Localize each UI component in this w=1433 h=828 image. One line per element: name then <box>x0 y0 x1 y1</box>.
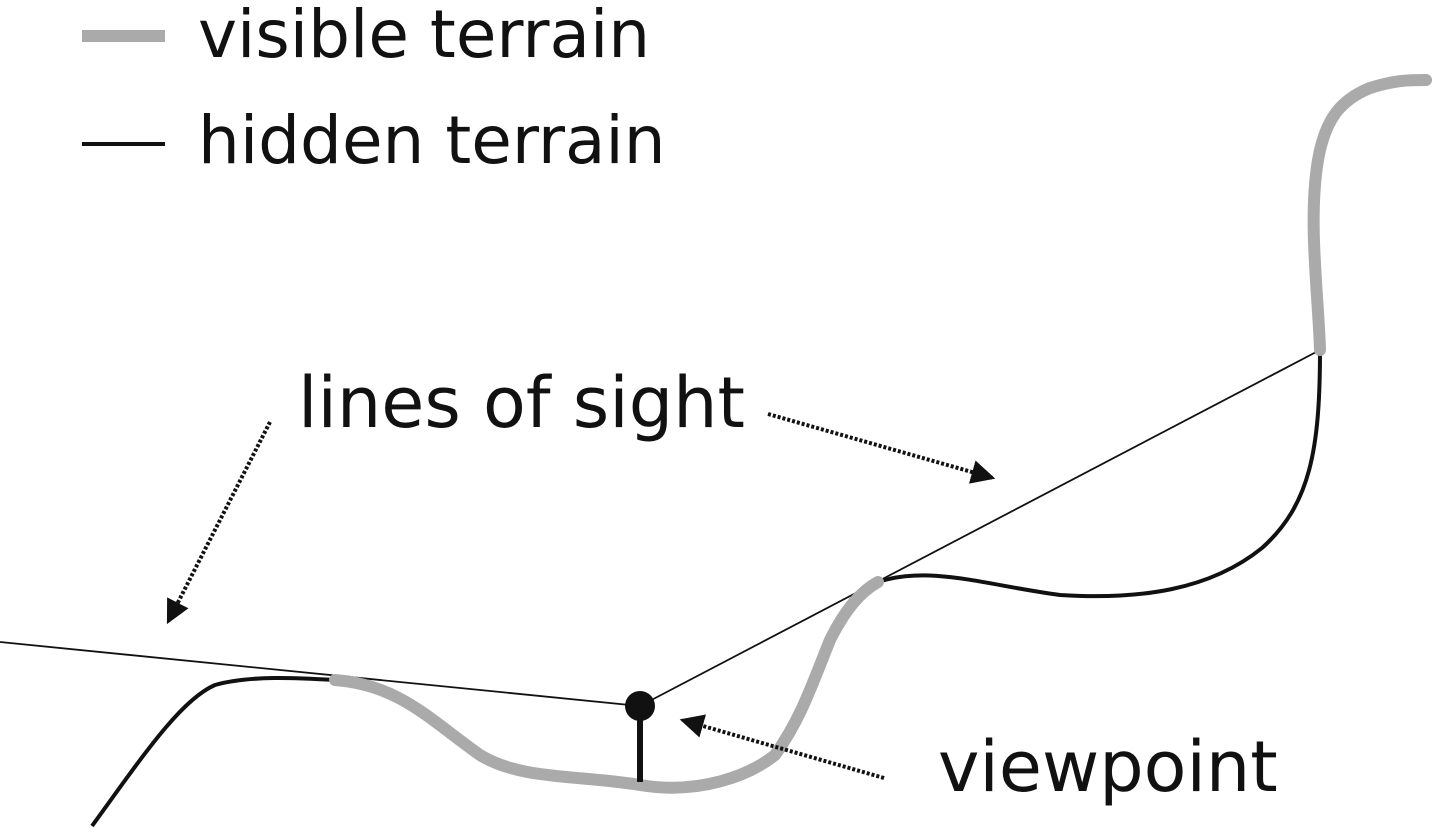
legend-hidden-label: hidden terrain <box>198 102 666 179</box>
viewpoint-label: viewpoint <box>938 726 1278 808</box>
hidden-terrain-left <box>90 675 336 828</box>
sight-callout-arrow-right <box>767 412 996 484</box>
viewpoint-dot <box>625 691 655 721</box>
line-of-sight-right <box>639 349 1321 707</box>
visible-terrain-valley <box>329 576 884 794</box>
line-of-sight-left <box>0 641 641 707</box>
hidden-terrain-right <box>877 349 1322 599</box>
lines-of-sight-label: lines of sight <box>298 362 745 444</box>
sight-callout-arrow-left <box>166 421 272 625</box>
visible-terrain-cliff <box>1307 74 1432 356</box>
viewpoint-callout-arrow <box>679 714 885 780</box>
legend-visible-label: visible terrain <box>198 0 651 73</box>
